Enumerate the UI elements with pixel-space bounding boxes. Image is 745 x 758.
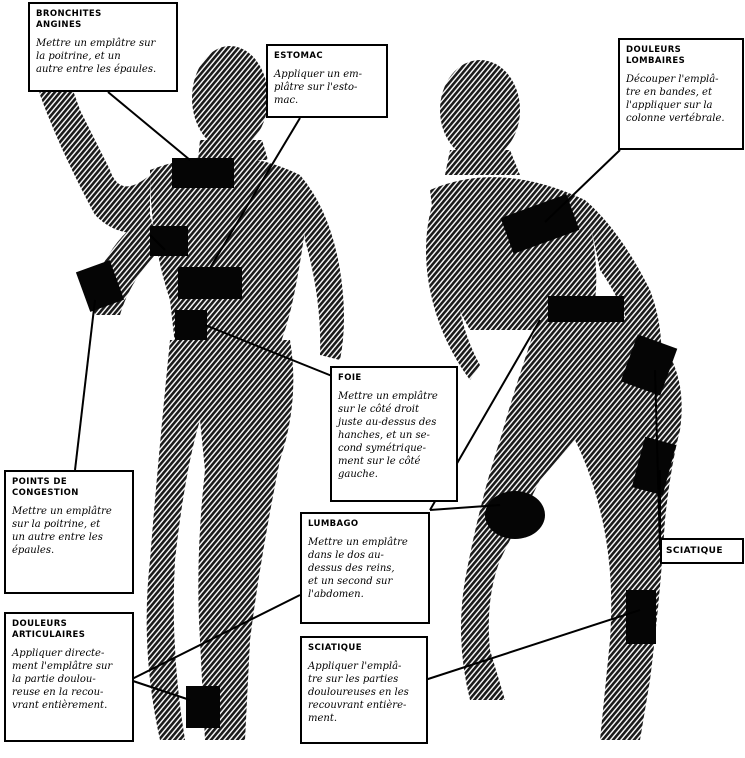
label-bronchites: BRONCHITES ANGINES Mettre un emplâtre su… [28, 2, 178, 92]
label-bronchites-text: Mettre un emplâtre sur la poitrine, et u… [36, 37, 170, 76]
label-sciatique-right-title: SCIATIQUE [666, 545, 738, 557]
label-estomac: ESTOMAC Appliquer un em- plâtre sur l'es… [266, 44, 388, 118]
label-douleurs-articulaires: DOULEURS ARTICULAIRES Appliquer directe-… [4, 612, 134, 742]
label-sciatique-title: SCIATIQUE [308, 643, 420, 654]
calf-patch [626, 590, 656, 644]
stomach-patch [178, 267, 242, 299]
label-lumbago-text: Mettre un emplâtre dans le dos au- dessu… [308, 536, 422, 601]
label-points-congestion-title: POINTS DE CONGESTION [12, 477, 126, 499]
label-douleurs-lombaires-text: Découper l'emplâ- tre en bandes, et l'ap… [626, 73, 736, 125]
knee-patch [485, 491, 545, 539]
label-sciatique: SCIATIQUE Appliquer l'emplâ- tre sur les… [300, 636, 428, 744]
label-lumbago: LUMBAGO Mettre un emplâtre dans le dos a… [300, 512, 430, 624]
label-estomac-text: Appliquer un em- plâtre sur l'esto- mac. [274, 68, 380, 107]
label-douleurs-lombaires-title: DOULEURS LOMBAIRES [626, 45, 736, 67]
label-foie-text: Mettre un emplâtre sur le côté droit jus… [338, 390, 450, 481]
label-foie: FOIE Mettre un emplâtre sur le côté droi… [330, 366, 458, 502]
label-douleurs-lombaires: DOULEURS LOMBAIRES Découper l'emplâ- tre… [618, 38, 744, 150]
label-lumbago-title: LUMBAGO [308, 519, 422, 530]
label-douleurs-articulaires-title: DOULEURS ARTICULAIRES [12, 619, 126, 641]
label-foie-title: FOIE [338, 373, 450, 384]
label-douleurs-articulaires-text: Appliquer directe- ment l'emplâtre sur l… [12, 647, 126, 712]
ankle-patch [186, 686, 220, 728]
liver-patch [175, 310, 207, 340]
chest-patch [172, 158, 234, 188]
label-sciatique-right: SCIATIQUE [660, 538, 744, 564]
label-sciatique-text: Appliquer l'emplâ- tre sur les parties d… [308, 660, 420, 725]
label-points-congestion: POINTS DE CONGESTION Mettre un emplâtre … [4, 470, 134, 594]
lower-back-patch [548, 296, 624, 322]
label-points-congestion-text: Mettre un emplâtre sur la poitrine, et u… [12, 505, 126, 557]
label-estomac-title: ESTOMAC [274, 51, 380, 62]
label-bronchites-title: BRONCHITES ANGINES [36, 9, 170, 31]
